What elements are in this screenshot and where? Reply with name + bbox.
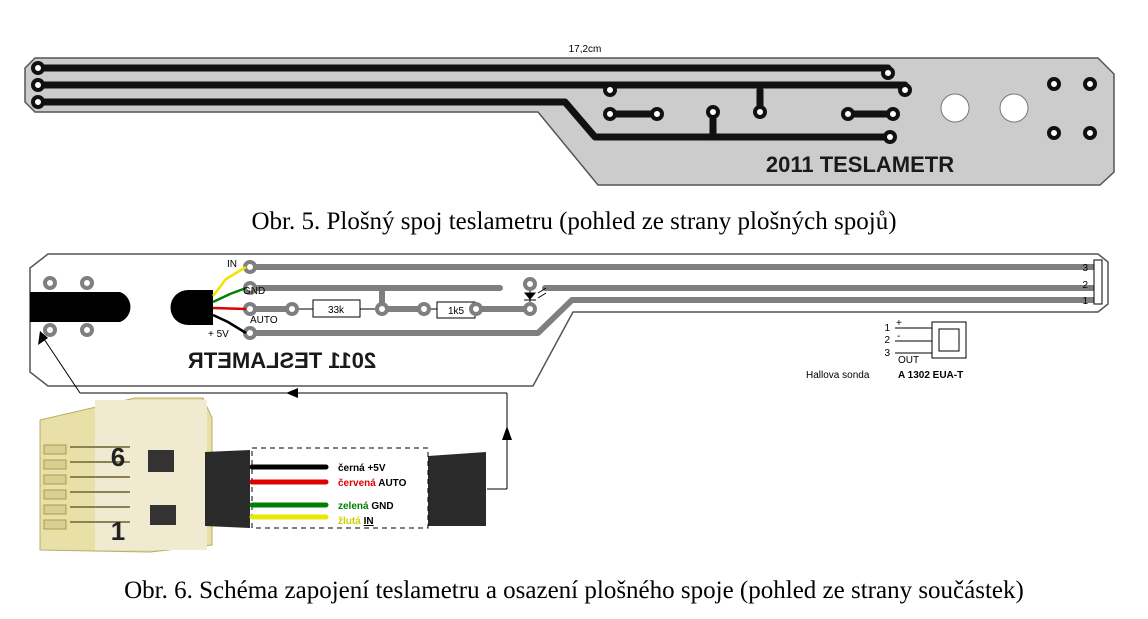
label-auto: AUTO <box>250 315 278 326</box>
pad-bottom-c3 <box>43 323 57 337</box>
caption-obr-5: Obr. 5. Plošný spoj teslametru (pohled z… <box>251 208 896 235</box>
wire-black-signal: +5V <box>367 463 385 474</box>
pad-bottom-c1 <box>43 276 57 290</box>
wire-green-signal: GND <box>371 501 393 512</box>
label-5v: + 5V <box>208 329 229 340</box>
pcb-top: 17,2cm <box>24 44 1115 186</box>
svg-text:zelená GND: zelená GND <box>338 501 394 512</box>
edge-connector <box>1093 259 1103 305</box>
pad-bottom-auto <box>243 302 257 316</box>
pad-top-15 <box>1083 77 1097 91</box>
hall-out: OUT <box>898 355 919 366</box>
wire-auto <box>212 306 247 311</box>
pad-top-4 <box>881 66 895 80</box>
pad-bottom-r2a <box>417 302 431 316</box>
pad-top-3 <box>31 95 45 109</box>
label-gnd: GND <box>243 286 265 297</box>
wire-yellow-signal: IN <box>364 516 374 527</box>
pad-top-6 <box>603 83 617 97</box>
pad-bottom-led-b <box>523 302 537 316</box>
hall-plus: + <box>896 318 902 329</box>
wire-red-name: červená <box>338 478 376 489</box>
edge-pin-3: 3 <box>1082 263 1088 274</box>
hall-pin-2: 2 <box>884 335 890 346</box>
pad-top-9 <box>706 105 720 119</box>
arrow-up <box>502 426 512 440</box>
trace-top-3 <box>34 98 894 141</box>
wire-gnd <box>212 286 247 304</box>
mount-hole-1 <box>940 93 970 123</box>
cable-sheath-right <box>428 452 486 526</box>
pcb-top-board-text: 2011 TESLAMETR <box>766 152 954 177</box>
wire-5v <box>212 313 247 335</box>
pad-top-7 <box>603 107 617 121</box>
caption-obr-6: Obr. 6. Schéma zapojení teslametru a osa… <box>124 577 1024 604</box>
cable-legend: černá +5V červená AUTO zelená GND žlutá … <box>338 463 407 527</box>
trace-bottom-1 <box>247 297 1101 336</box>
wire-green-name: zelená <box>338 501 369 512</box>
svg-text:černá +5V: černá +5V <box>338 463 386 474</box>
resistor-33k-label: 33k <box>328 305 345 316</box>
pad-top-17 <box>1083 126 1097 140</box>
pad-top-2 <box>31 78 45 92</box>
pad-bottom-c2 <box>80 276 94 290</box>
pcb-top-outline <box>24 57 1115 186</box>
pad-bottom-c4 <box>80 323 94 337</box>
hall-pin-1: 1 <box>884 323 890 334</box>
pad-bottom-5v <box>243 326 257 340</box>
wire-red-signal: AUTO <box>378 478 406 489</box>
rj-connector: 6 1 <box>39 397 213 553</box>
hall-minus: - <box>897 331 900 342</box>
resistor-1k5-label: 1k5 <box>448 306 465 317</box>
wire-in <box>212 265 247 297</box>
cable-sheath-left <box>205 450 250 528</box>
pad-bottom-in <box>243 260 257 274</box>
label-in: IN <box>227 259 237 270</box>
wire-yellow-name: žlutá <box>338 516 361 527</box>
edge-pin-2: 2 <box>1082 280 1088 291</box>
hall-sensor-body <box>170 290 213 325</box>
pad-top-13 <box>883 130 897 144</box>
pad-bottom-r1b <box>375 302 389 316</box>
pad-top-5 <box>898 83 912 97</box>
pad-top-11 <box>841 107 855 121</box>
pad-bottom-r1a <box>285 302 299 316</box>
hall-sensor-detail: 1 2 3 + - OUT Hallova sonda A 1302 EUA-T <box>806 318 967 381</box>
pad-top-1 <box>31 61 45 75</box>
svg-text:žlutá IN: žlutá IN <box>338 516 374 527</box>
pad-top-16 <box>1047 126 1061 140</box>
connector-slot <box>30 292 131 322</box>
pad-bottom-led-a <box>523 277 537 291</box>
pad-top-12 <box>886 107 900 121</box>
hall-sensor-inner <box>938 328 960 352</box>
pad-top-8 <box>650 107 664 121</box>
connector-number-6: 6 <box>111 442 125 472</box>
pcb-bottom-board-text: 2011 TESLAMETR <box>188 348 376 373</box>
dimension-label: 17,2cm <box>569 44 602 55</box>
hall-pin-3: 3 <box>884 348 890 359</box>
edge-pin-1: 1 <box>1082 296 1088 307</box>
wire-black-name: černá <box>338 463 365 474</box>
connector-number-1: 1 <box>111 516 125 546</box>
arrow-left <box>286 388 298 398</box>
hall-part: A 1302 EUA-T <box>898 370 963 381</box>
svg-text:červená AUTO: červená AUTO <box>338 478 407 489</box>
pad-bottom-r2b <box>469 302 483 316</box>
mount-hole-2 <box>999 93 1029 123</box>
pad-top-10 <box>753 105 767 119</box>
pcb-bottom: 33k 1k5 <box>29 253 1109 387</box>
pad-top-14 <box>1047 77 1061 91</box>
hall-name: Hallova sonda <box>806 370 870 381</box>
arrow-up-left <box>38 331 48 345</box>
